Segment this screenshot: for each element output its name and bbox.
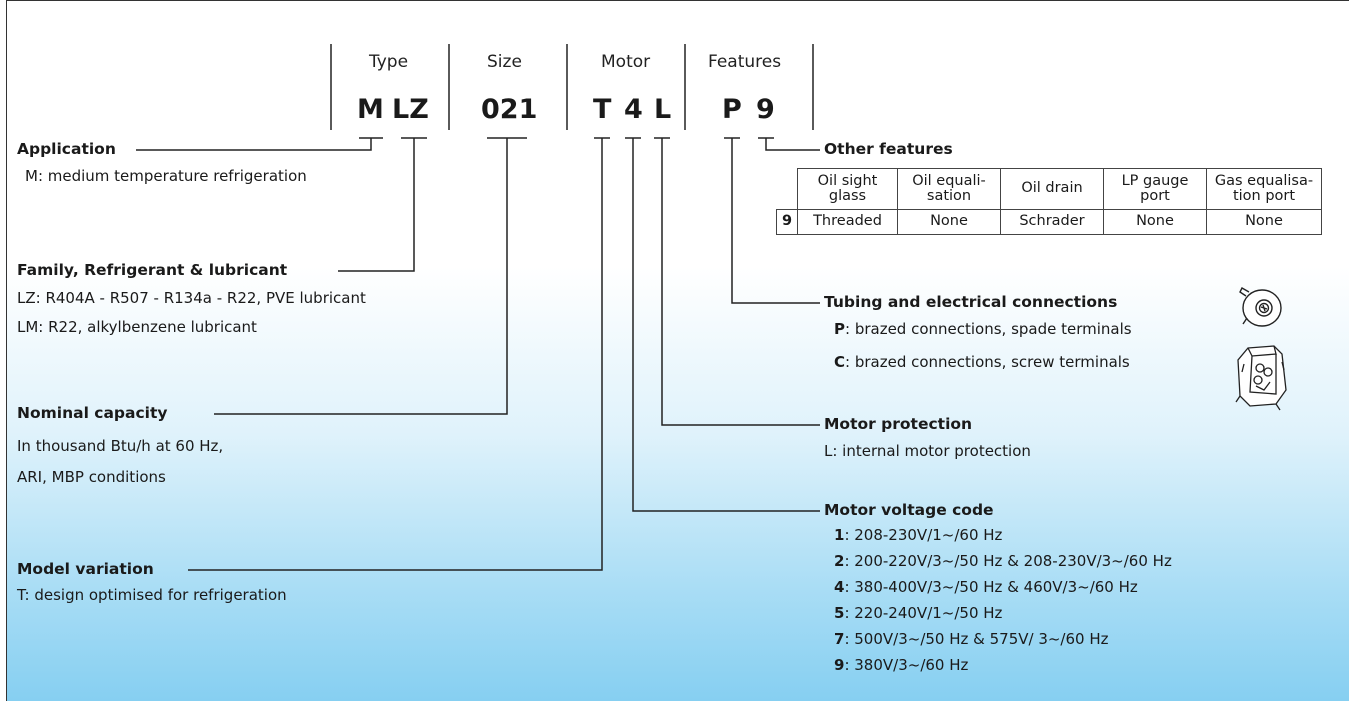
header-motor: Motor	[601, 52, 651, 72]
tubing-code: C	[834, 353, 846, 371]
table-header-row: Oil sight glass Oil equali-sation Oil dr…	[777, 168, 1322, 210]
table-cell: None	[897, 209, 1001, 235]
tubing-connector	[731, 138, 820, 304]
model-line: T: design optimised for refrigeration	[17, 586, 287, 604]
application-line: M: medium temperature refrigeration	[25, 167, 307, 185]
voltage-text: : 380-400V/3~/50 Hz & 460V/3~/60 Hz	[844, 578, 1138, 596]
column-header: Oil drain	[1000, 168, 1104, 210]
motor-protection-title: Motor protection	[824, 415, 973, 433]
voltage-code: 4	[834, 578, 845, 596]
tubing-title: Tubing and electrical connections	[824, 293, 1118, 311]
capacity-connector	[214, 138, 508, 415]
capacity-title: Nominal capacity	[17, 404, 168, 422]
spade-terminal-box-icon	[1236, 282, 1286, 334]
tubing-code: P	[834, 320, 845, 338]
tubing-text: : brazed connections, spade terminals	[845, 320, 1132, 338]
voltage-code: 5	[834, 604, 845, 622]
features-connector	[765, 138, 820, 151]
capacity-line: ARI, MBP conditions	[17, 468, 166, 486]
code-nine: 9	[756, 94, 775, 125]
voltage-item: 4: 380-400V/3~/50 Hz & 460V/3~/60 Hz	[834, 580, 1138, 595]
tubing-text: : brazed connections, screw terminals	[845, 353, 1130, 371]
voltage-item: 2: 200-220V/3~/50 Hz & 208-230V/3~/60 Hz	[834, 554, 1172, 569]
tubing-item: C: brazed connections, screw terminals	[834, 355, 1130, 370]
voltage-item: 1: 208-230V/1~/60 Hz	[834, 528, 1002, 543]
voltage-text: : 200-220V/3~/50 Hz & 208-230V/3~/60 Hz	[844, 552, 1172, 570]
column-header: Oil sight glass	[797, 168, 898, 210]
diagram-background	[6, 0, 1349, 701]
code-voltage: 4	[624, 94, 643, 125]
other-features-title: Other features	[824, 140, 953, 158]
voltage-text: : 380V/3~/60 Hz	[844, 656, 969, 674]
voltage-code: 1	[834, 526, 845, 544]
motor-protection-line: L: internal motor protection	[824, 442, 1031, 460]
row-key: 9	[776, 209, 798, 235]
voltage-item: 5: 220-240V/1~/50 Hz	[834, 606, 1002, 621]
table-row: 9 Threaded None Schrader None None	[776, 209, 1322, 235]
protection-connector	[661, 138, 820, 426]
family-connector	[338, 138, 415, 272]
model-connector	[188, 138, 603, 571]
model-title: Model variation	[17, 560, 154, 578]
column-header: Gas equalisa-tion port	[1206, 168, 1322, 210]
voltage-connector	[632, 138, 820, 512]
family-line: LM: R22, alkylbenzene lubricant	[17, 318, 257, 336]
voltage-text: : 208-230V/1~/60 Hz	[844, 526, 1003, 544]
table-cell: None	[1103, 209, 1207, 235]
voltage-code: 2	[834, 552, 845, 570]
voltage-text: : 500V/3~/50 Hz & 575V/ 3~/60 Hz	[844, 630, 1109, 648]
voltage-text: : 220-240V/1~/50 Hz	[844, 604, 1003, 622]
application-connector	[136, 138, 372, 151]
family-line: LZ: R404A - R507 - R134a - R22, PVE lubr…	[17, 289, 366, 307]
voltage-code: 9	[834, 656, 845, 674]
screw-terminal-box-icon	[1234, 342, 1290, 416]
voltage-item: 9: 380V/3~/60 Hz	[834, 658, 968, 673]
header-features: Features	[708, 52, 782, 72]
voltage-item: 7: 500V/3~/50 Hz & 575V/ 3~/60 Hz	[834, 632, 1109, 647]
column-header: LP gauge port	[1103, 168, 1207, 210]
table-cell: Schrader	[1000, 209, 1104, 235]
code-m: M	[357, 94, 384, 125]
header-type: Type	[369, 52, 409, 72]
column-header: Oil equali-sation	[897, 168, 1001, 210]
code-size: 021	[481, 94, 538, 125]
family-title: Family, Refrigerant & lubricant	[17, 261, 288, 279]
code-l: L	[654, 94, 672, 125]
table-cell: Threaded	[797, 209, 898, 235]
voltage-title: Motor voltage code	[824, 501, 994, 519]
header-size: Size	[487, 52, 522, 72]
code-t: T	[593, 94, 612, 125]
code-p: P	[722, 94, 742, 125]
table-cell: None	[1206, 209, 1322, 235]
voltage-code: 7	[834, 630, 845, 648]
tubing-item: P: brazed connections, spade terminals	[834, 322, 1132, 337]
application-title: Application	[17, 140, 116, 158]
capacity-line: In thousand Btu/h at 60 Hz,	[17, 437, 224, 455]
features-table: Oil sight glass Oil equali-sation Oil dr…	[776, 168, 1322, 235]
code-lz: LZ	[392, 94, 429, 125]
